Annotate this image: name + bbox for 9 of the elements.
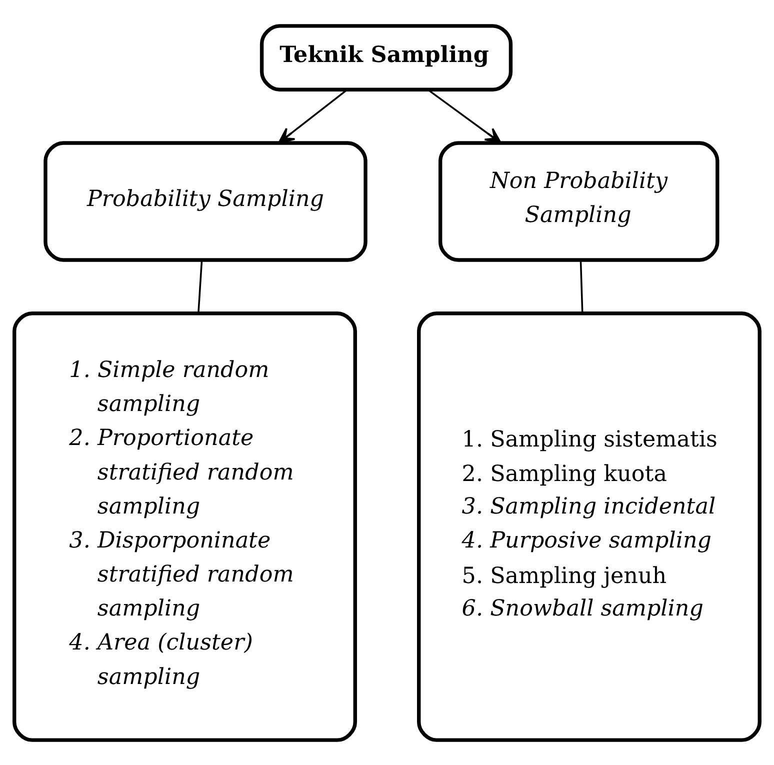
node-box: 1. Simple random sampling 2. Proportionate stratified random sampling 3. Disporponinate stratified random sampling 4. Area (cluster) sampling (12, 311, 357, 742)
node-box: Non Probability Sampling (438, 140, 720, 262)
node-box: Teknik Sampling (260, 24, 513, 91)
arrow (278, 88, 348, 144)
arrow (428, 88, 502, 144)
connector (580, 260, 584, 313)
node-box: 1. Sampling sistematis 2. Sampling kuota 3. Sampling incidental 4. Purposive sampling 5. Sampling jenuh 6. Snowball sampling (417, 311, 762, 742)
node-box: Probability Sampling (44, 140, 368, 262)
connector (198, 260, 203, 313)
